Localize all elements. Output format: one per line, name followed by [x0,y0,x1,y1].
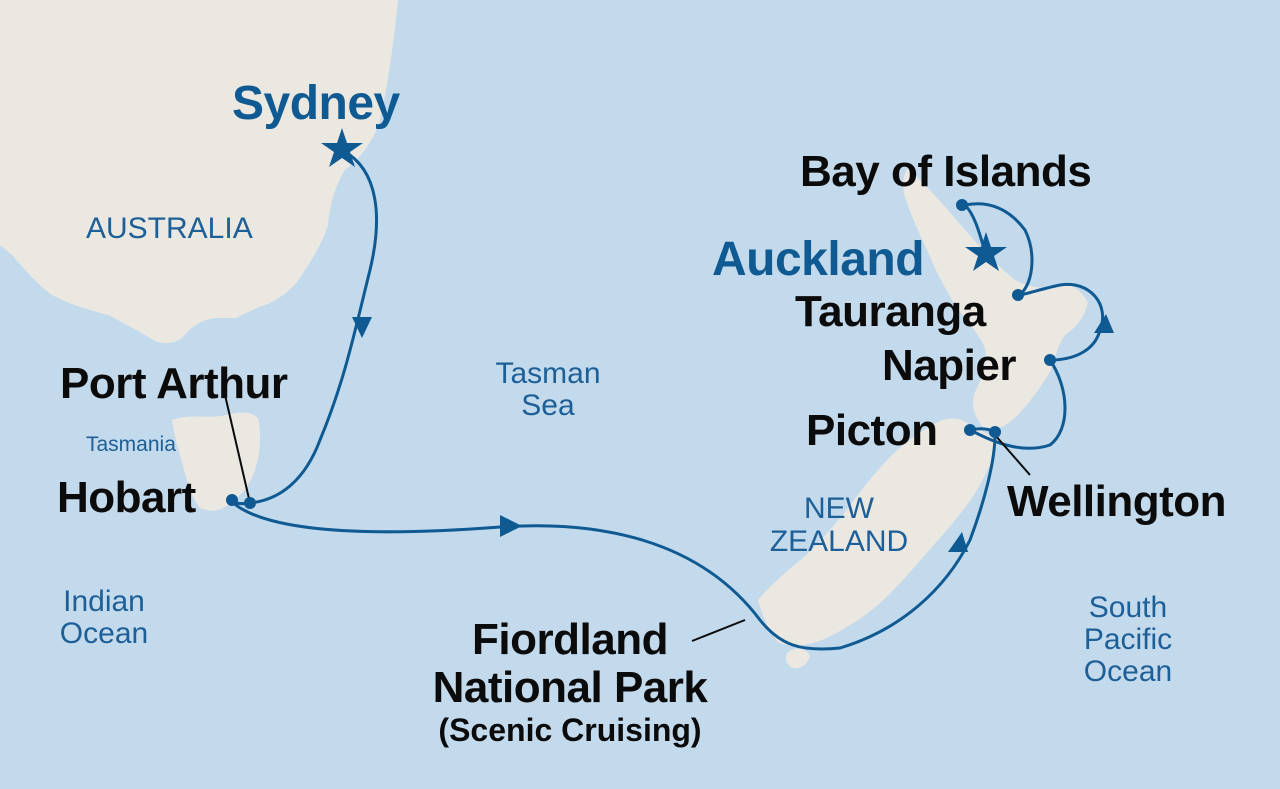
port-marker-napier [1044,354,1056,366]
leader-line [224,394,251,504]
port-label-napier: Napier [882,341,1016,390]
water-label-tasman-line1: Tasman [495,357,601,390]
scenic-label-note: (Scenic Cruising) [438,712,702,748]
water-label-indian-line2: Ocean [59,617,149,651]
leader-line [994,434,1031,476]
port-label-port-arthur: Port Arthur [60,359,288,408]
home-port-label-sydney: Sydney [232,77,400,130]
scenic-label-line2: National Park [432,663,708,712]
port-label-bay-of-islands: Bay of Islands [800,147,1092,196]
water-label-tasman-line2: Sea [521,389,575,423]
route-arrow-icon [948,532,968,552]
route-arrow-icon [1094,314,1114,333]
port-marker-tauranga [1012,289,1024,301]
water-label-pacific-line2: Pacific [1083,623,1173,657]
port-label-hobart: Hobart [57,473,196,522]
port-marker-picton [964,424,976,436]
water-label-tasman-sea: Tasman Sea [478,357,618,423]
port-label-picton: Picton [806,406,938,455]
region-label-nz-line2: ZEALAND [769,525,909,558]
route-line [228,148,1105,651]
route-arrow-icon [500,515,522,537]
port-marker-port-arthur [244,497,256,509]
region-label-australia: AUSTRALIA [86,212,253,245]
landmass-nz-north-island [903,168,1088,431]
route-arrow-icon [352,317,372,338]
scenic-cruising-label: Fiordland National Park (Scenic Cruising… [412,615,728,749]
port-label-tauranga: Tauranga [795,287,986,336]
port-marker-bay-of-islands [956,199,968,211]
region-label-nz-line1: NEW [804,492,874,525]
water-label-indian-line1: Indian [63,585,145,618]
landmass-nz-south-island [758,418,998,646]
landmass-tasmania [172,412,261,511]
water-label-indian-ocean: Indian Ocean [48,585,160,651]
port-marker-wellington [989,426,1001,438]
water-label-pacific-line3: Ocean [1083,655,1173,689]
water-label-south-pacific-ocean: South Pacific Ocean [1070,591,1186,689]
landmass-stewart-island [785,648,810,669]
port-label-wellington: Wellington [1007,477,1227,526]
water-label-pacific-line1: South [1088,591,1168,624]
star-icon [965,232,1007,271]
leader-line [691,619,746,642]
landmass-australia [0,0,398,344]
scenic-label-line1: Fiordland [472,615,668,664]
region-label-tasmania: Tasmania [86,433,176,456]
home-port-label-auckland: Auckland [712,233,925,286]
region-label-new-zealand: NEW ZEALAND [760,492,918,558]
port-marker-hobart [226,494,238,506]
star-icon [321,128,363,167]
